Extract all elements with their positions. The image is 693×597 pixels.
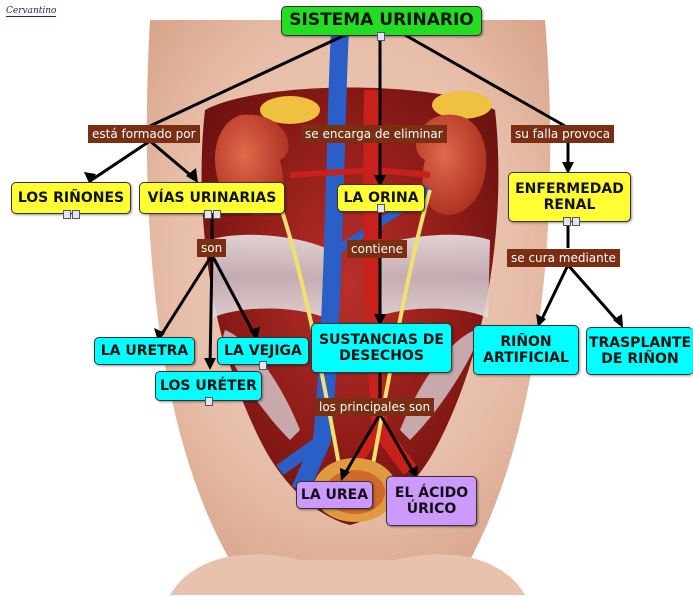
cervantino-logo: Cervantino: [6, 6, 56, 17]
node-los-rinones[interactable]: LOS RIÑONES: [11, 182, 131, 214]
node-acido-line1: EL ÁCIDO: [395, 485, 468, 501]
resource-icon[interactable]: [563, 217, 571, 226]
node-vias-urinarias[interactable]: VÍAS URINARIAS: [139, 182, 285, 214]
node-enfermedad-renal-line1: ENFERMEDAD: [515, 181, 624, 197]
resource-icon[interactable]: [63, 210, 71, 219]
resource-icon[interactable]: [377, 204, 385, 213]
node-trasplante-rinon[interactable]: TRASPLANTE DE RIÑON: [586, 327, 693, 375]
node-sustancias-line1: SUSTANCIAS DE: [319, 332, 444, 348]
node-trasplante-line1: TRASPLANTE: [589, 335, 691, 351]
node-rinon-artificial[interactable]: RIÑON ARTIFICIAL: [473, 325, 579, 375]
node-sustancias-line2: DESECHOS: [339, 348, 424, 364]
resource-icon[interactable]: [377, 32, 385, 41]
resource-icon[interactable]: [259, 361, 267, 370]
resource-icon[interactable]: [213, 210, 221, 219]
node-enfermedad-renal[interactable]: ENFERMEDAD RENAL: [508, 172, 631, 222]
resource-icon[interactable]: [572, 217, 580, 226]
node-rinon-artificial-line1: RIÑON: [500, 334, 551, 350]
resource-icon[interactable]: [204, 210, 212, 219]
resource-icon[interactable]: [205, 397, 213, 406]
link-los-principales-son: los principales son: [315, 398, 434, 416]
node-la-urea[interactable]: LA UREA: [296, 481, 373, 509]
node-la-uretra[interactable]: LA URETRA: [94, 337, 195, 365]
node-acido-line2: ÚRICO: [407, 501, 457, 517]
link-se-encarga-de-eliminar: se encarga de eliminar: [301, 125, 447, 143]
node-acido-urico[interactable]: EL ÁCIDO ÚRICO: [386, 476, 477, 526]
node-sustancias-desechos[interactable]: SUSTANCIAS DE DESECHOS: [311, 323, 452, 373]
node-trasplante-line2: DE RIÑON: [601, 351, 678, 367]
link-su-falla-provoca: su falla provoca: [511, 125, 614, 143]
resource-icon[interactable]: [72, 210, 80, 219]
link-esta-formado-por: está formado por: [88, 125, 200, 143]
node-rinon-artificial-line2: ARTIFICIAL: [483, 350, 569, 366]
link-son: son: [197, 239, 226, 257]
node-enfermedad-renal-line2: RENAL: [544, 197, 596, 213]
link-contiene: contiene: [347, 240, 407, 258]
link-se-cura-mediante: se cura mediante: [507, 249, 620, 267]
